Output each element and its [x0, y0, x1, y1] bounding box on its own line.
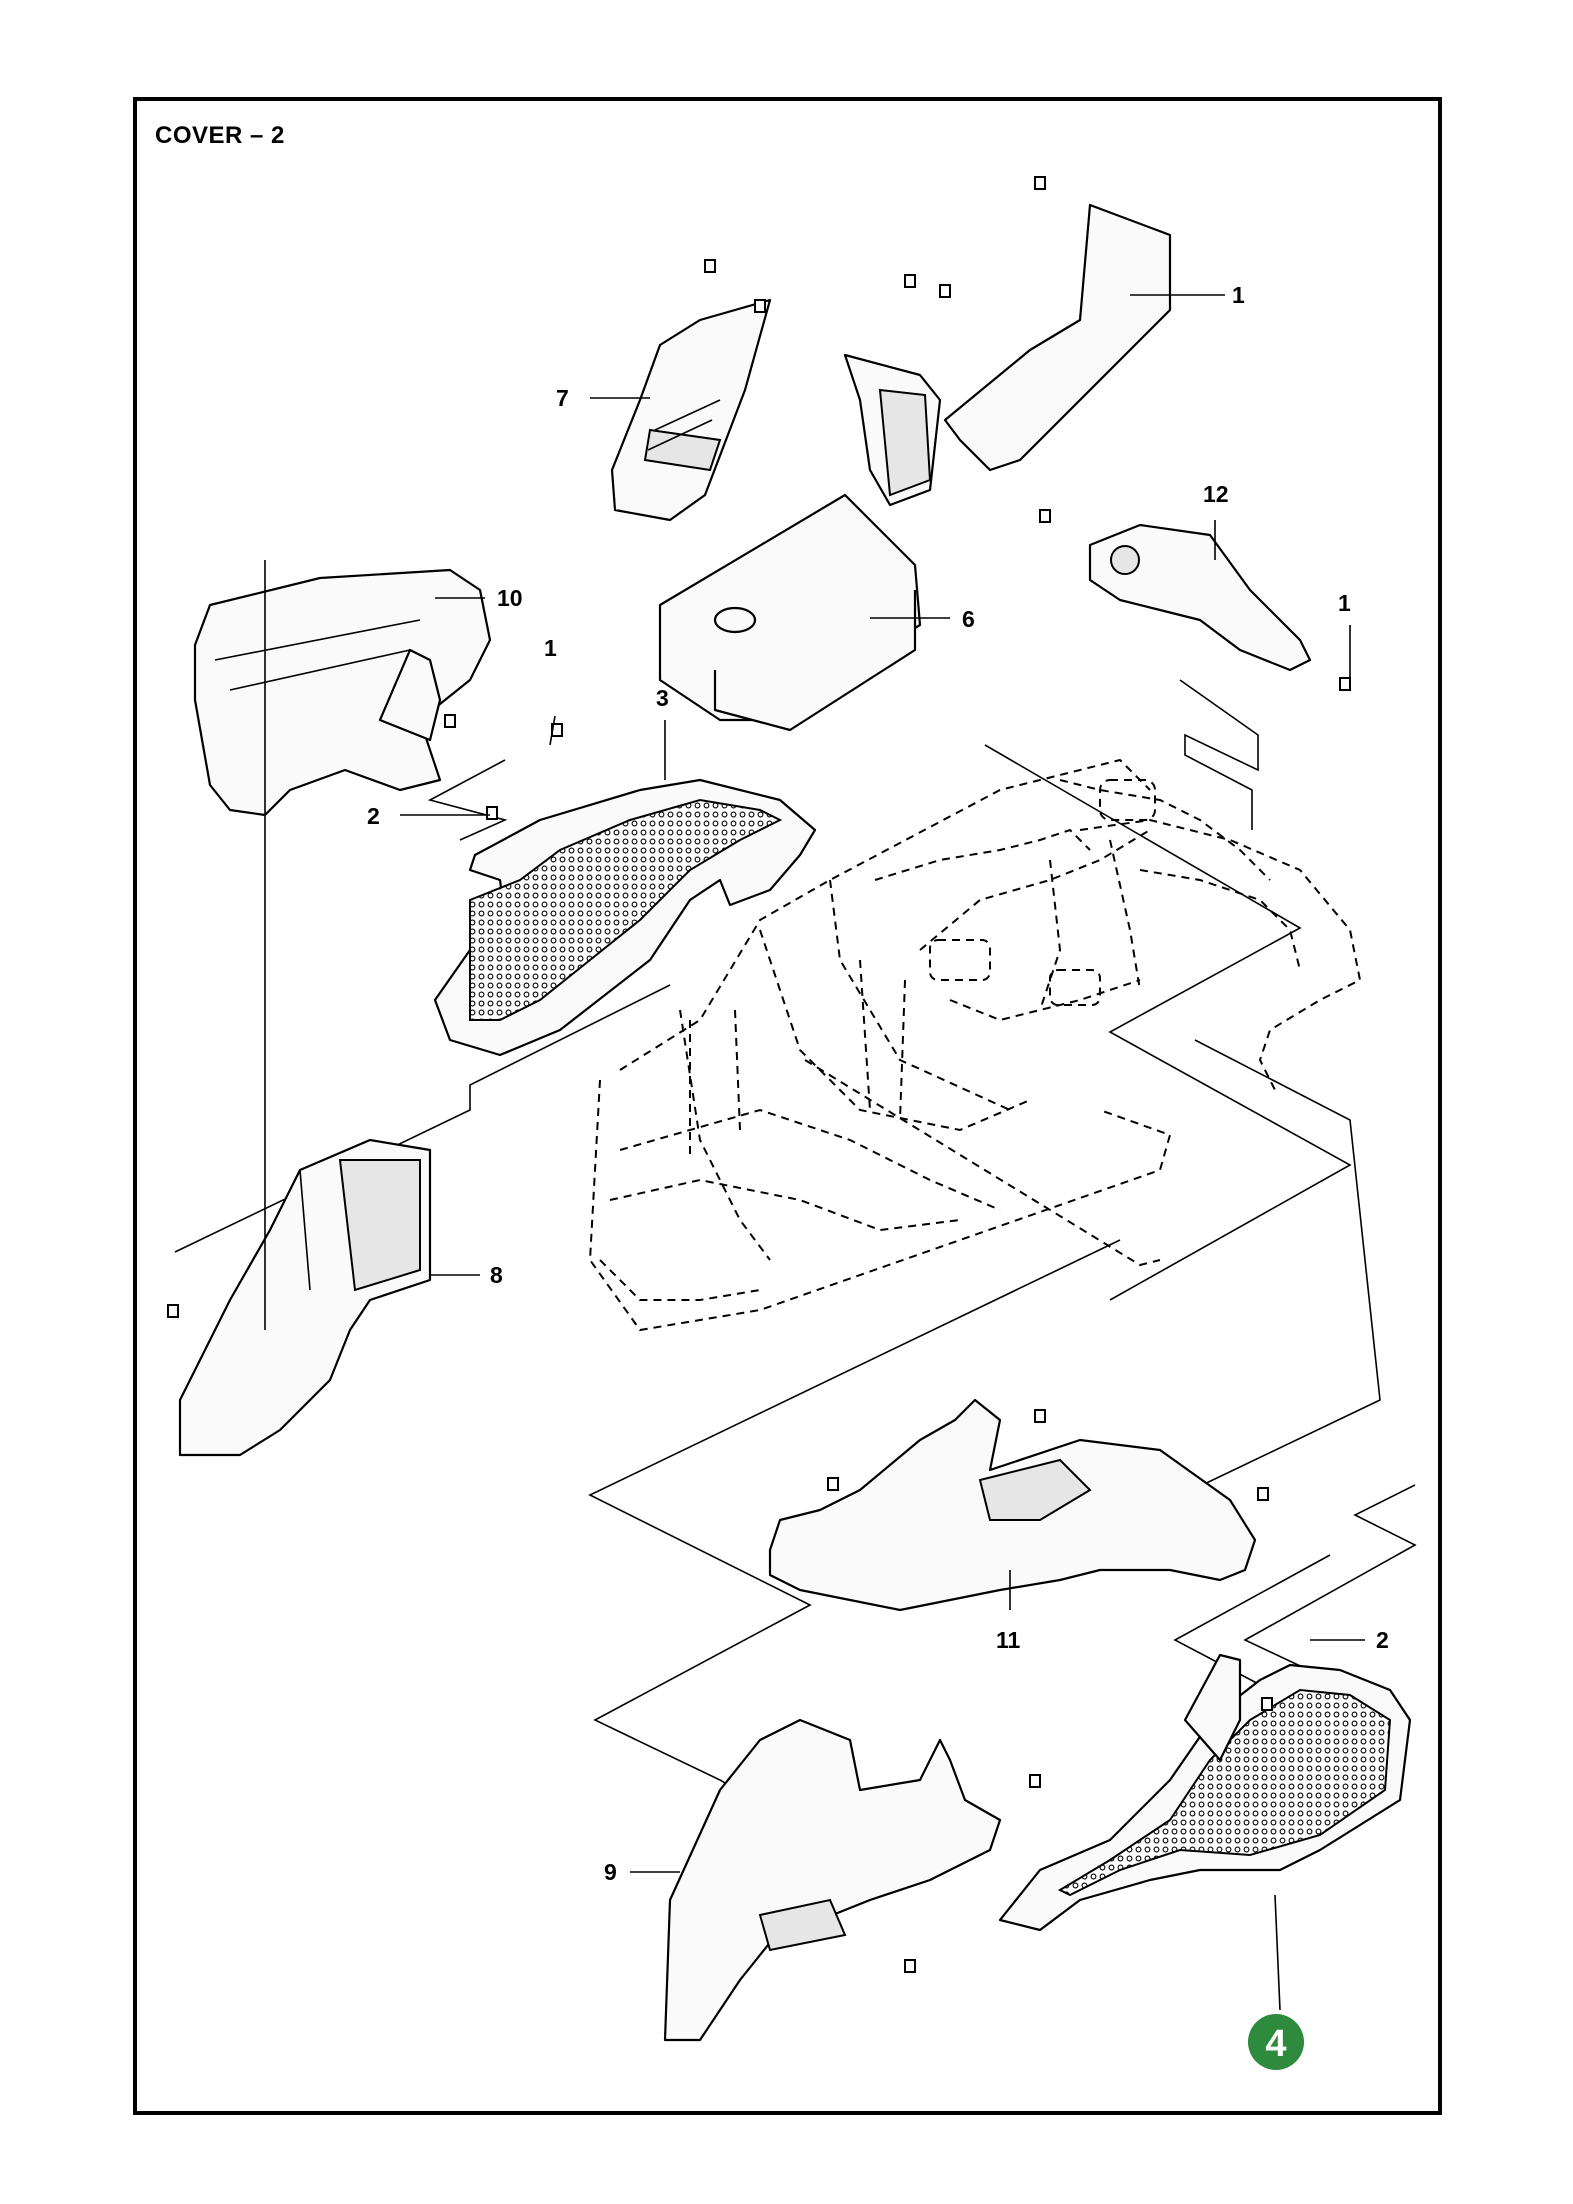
- badge-label: 4: [1265, 2023, 1286, 2065]
- part-6-storage-box: [658, 493, 922, 732]
- callout-12: 12: [1203, 481, 1229, 507]
- part-4-right-floor-mesh: [998, 1653, 1412, 1932]
- part-10-left-upper-cover: [193, 568, 492, 817]
- diagram-frame: [133, 97, 1442, 2115]
- callout-1-left: 1: [544, 635, 557, 661]
- part-3-left-floor-mesh: [433, 723, 817, 1057]
- callout-10: 10: [497, 585, 523, 611]
- part-5-top-right-cover: [843, 176, 1172, 507]
- callout-8: 8: [490, 1262, 503, 1288]
- part-12-right-bracket: [1039, 509, 1351, 691]
- callout-2-right: 2: [1376, 1627, 1389, 1653]
- callout-11: 11: [996, 1627, 1021, 1653]
- callout-1-right: 1: [1338, 590, 1351, 616]
- callout-5: 1: [1232, 282, 1245, 308]
- part-8-left-lower-cover: [167, 1138, 432, 1457]
- part-9-lower-side-cover: [663, 1718, 1002, 2042]
- diagram-title: COVER – 2: [155, 122, 285, 149]
- callout-6: 6: [962, 606, 975, 632]
- callout-3: 3: [656, 685, 669, 711]
- callout-7: 7: [556, 385, 569, 411]
- chassis-frame-reference: [588, 758, 1362, 1332]
- leader-lines: [264, 294, 1365, 2011]
- part-4-badge: 4: [1248, 2014, 1304, 2070]
- callouts: 1 7 12 10 6 1 1 3 2 8 11 2 9: [367, 282, 1389, 1885]
- callout-9: 9: [604, 1859, 617, 1885]
- callout-2-left: 2: [367, 803, 380, 829]
- part-7-center-upper-cover: [610, 259, 772, 522]
- part-11-center-lower-cover: [768, 1398, 1269, 1612]
